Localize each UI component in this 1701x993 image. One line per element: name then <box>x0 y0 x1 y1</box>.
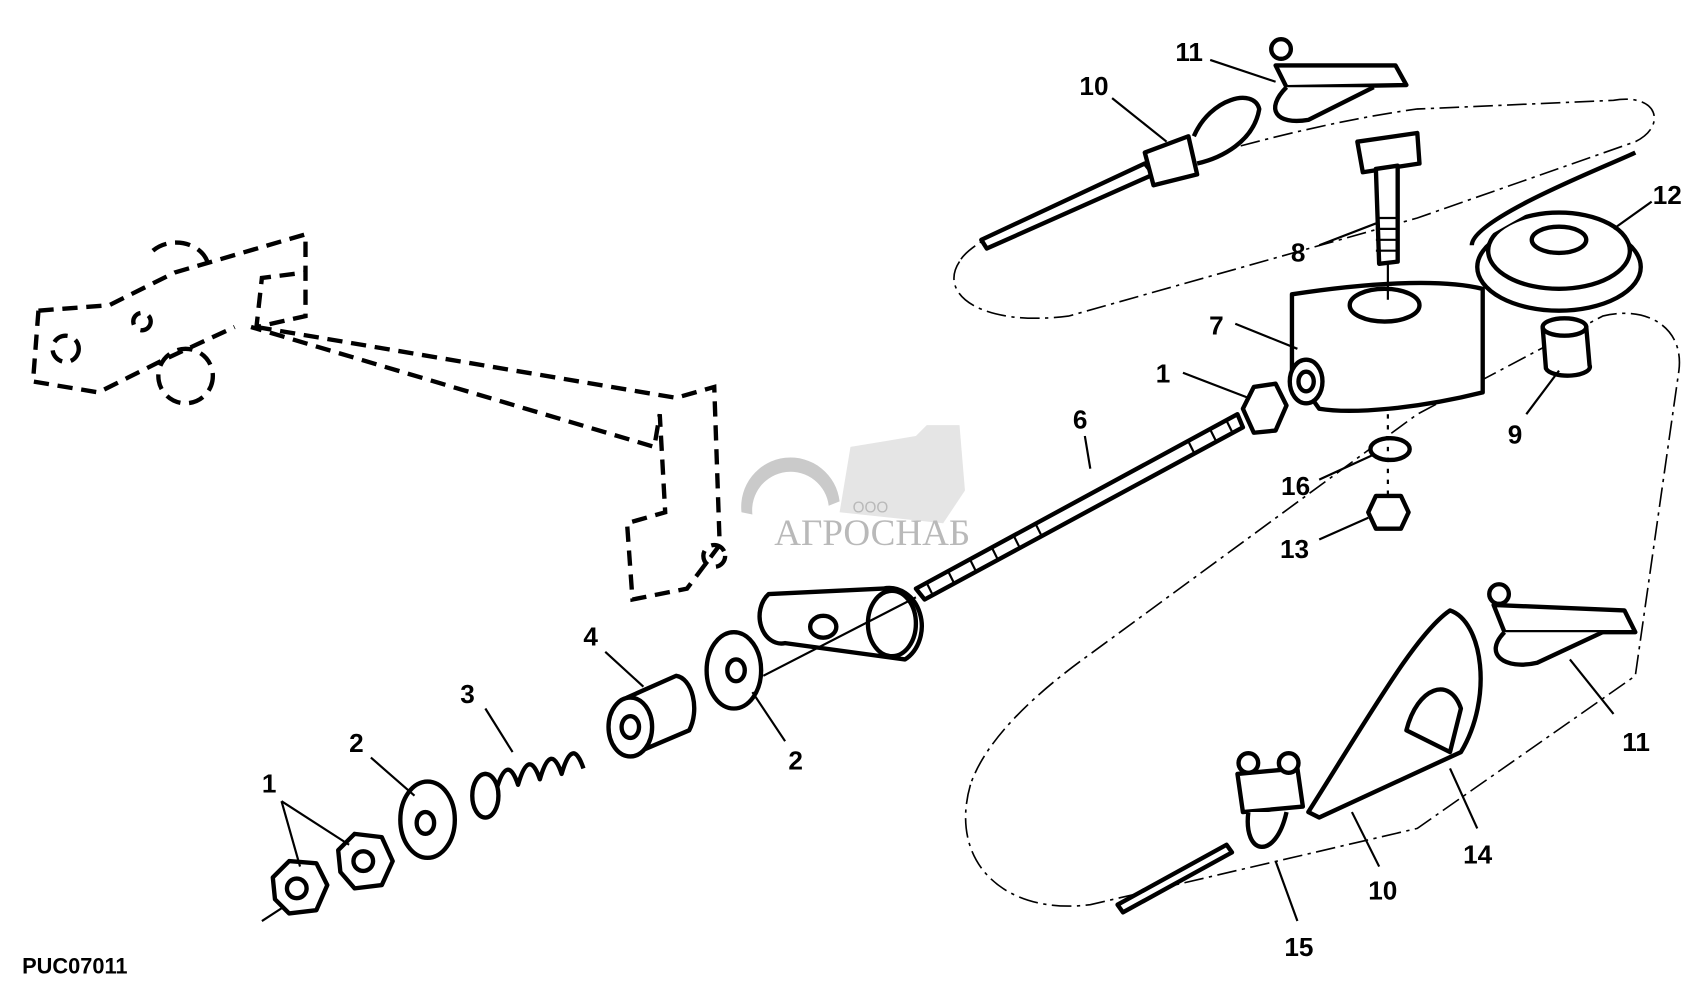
part-bushing-9 <box>1540 316 1593 378</box>
callout-11-top: 11 <box>1175 37 1203 67</box>
part-nut-1-mid <box>1240 381 1289 435</box>
watermark-name: АГРОСНАБ <box>774 513 970 554</box>
cable-group-outline-bottom <box>964 312 1681 907</box>
callout-3: 3 <box>460 679 475 709</box>
callout-15: 15 <box>1284 932 1313 962</box>
leader-lines <box>280 58 1653 922</box>
part-nuts-1 <box>261 831 395 922</box>
callout-8: 8 <box>1291 238 1306 268</box>
part-shackle-11-top <box>1269 37 1409 124</box>
part-thimble-14 <box>1306 608 1483 820</box>
callout-1-mid: 1 <box>1156 359 1171 389</box>
callout-12: 12 <box>1653 180 1682 210</box>
callout-4: 4 <box>583 621 598 651</box>
part-nut-13 <box>1366 493 1411 531</box>
callout-13: 13 <box>1280 534 1309 564</box>
callout-9: 9 <box>1508 420 1523 450</box>
spring-end <box>470 771 501 820</box>
part-trunnion-tube <box>757 585 924 662</box>
part-bolt-8 <box>1355 130 1422 300</box>
callout-6: 6 <box>1073 404 1088 434</box>
callout-2-right: 2 <box>788 746 803 776</box>
part-washer-16 <box>1368 436 1412 463</box>
callout-10-top: 10 <box>1079 71 1108 101</box>
callout-16: 16 <box>1281 471 1310 501</box>
callout-11-right: 11 <box>1622 727 1650 757</box>
cable-group-outline-top <box>953 98 1656 320</box>
callout-10-bottom: 10 <box>1368 875 1397 905</box>
callout-7: 7 <box>1209 311 1224 341</box>
part-threaded-rod-6 <box>762 412 1246 677</box>
watermark-prefix: ООО <box>853 499 889 516</box>
figure-code: PUC07011 <box>22 953 127 978</box>
part-pulley-12 <box>1469 150 1643 313</box>
callout-2-left: 2 <box>349 728 364 758</box>
watermark-logo: ООО АГРОСНАБ <box>741 425 970 554</box>
washer-hole <box>414 809 437 837</box>
part-shackle-11-right <box>1487 582 1638 667</box>
part-cable-10-top <box>979 95 1262 251</box>
part-idler-bracket-7 <box>1287 280 1485 413</box>
washer-hole <box>725 657 747 684</box>
mounting-bracket-phantom <box>30 231 728 603</box>
callout-14: 14 <box>1463 839 1493 869</box>
callout-1-left: 1 <box>262 768 277 798</box>
part-spacer-4 <box>606 673 697 759</box>
part-cable-10-bottom <box>1115 842 1235 915</box>
part-clamp-15 <box>1235 751 1306 849</box>
